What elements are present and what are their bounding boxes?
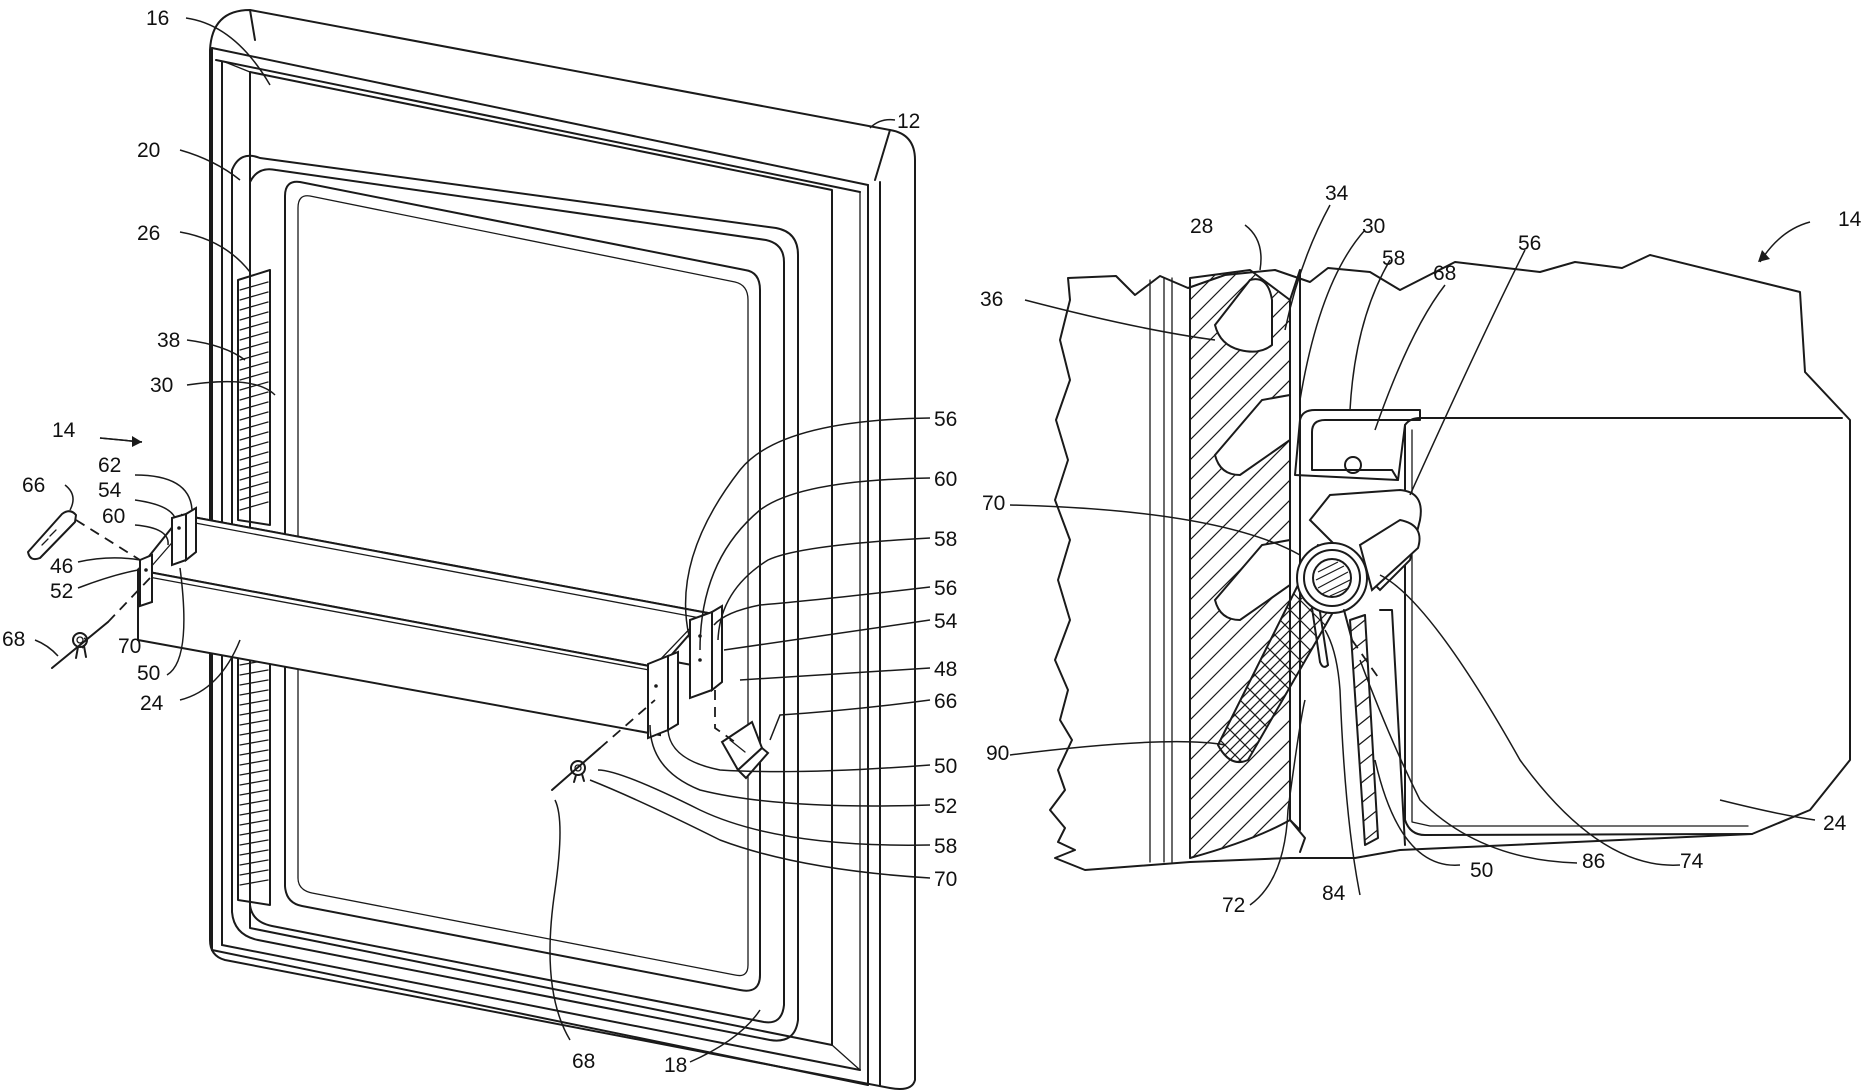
left-reference-numerals: 16 12 20 26 38 30 14 62 66 54 60 46 52 7… [2, 7, 958, 1077]
ref-60: 60 [102, 505, 125, 528]
ref-68: 68 [2, 628, 25, 651]
ref-86: 86 [1582, 850, 1605, 873]
right-clip-part [720, 720, 770, 780]
torsion-spring [1296, 542, 1368, 668]
ref-14: 14 [52, 419, 76, 442]
ref-50: 50 [1470, 859, 1493, 882]
right-reference-numerals: 34 28 30 58 68 56 14 36 70 90 72 84 50 8… [980, 182, 1862, 917]
upper-louvers [237, 269, 271, 526]
hatched-wall [1189, 269, 1306, 859]
ref-90: 90 [986, 742, 1009, 765]
ref-56: 56 [1518, 232, 1541, 255]
right-clip-assembly-line [714, 690, 736, 743]
door-bin [136, 506, 723, 740]
ref-14: 14 [1838, 208, 1862, 231]
ref-50: 50 [137, 662, 160, 685]
left-pin-part [51, 621, 109, 669]
ref-34: 34 [1325, 182, 1349, 205]
ref-70: 70 [934, 868, 957, 891]
ref-60: 60 [934, 468, 957, 491]
ref-70: 70 [118, 635, 141, 658]
ref-66: 66 [934, 690, 957, 713]
ref-30: 30 [150, 374, 173, 397]
left-clip-assembly-line [75, 519, 141, 561]
ref-12: 12 [897, 110, 920, 133]
ref-46: 46 [50, 555, 73, 578]
ref-30: 30 [1362, 215, 1385, 238]
ref-48: 48 [934, 658, 957, 681]
ref-68: 68 [572, 1050, 595, 1073]
ref-52: 52 [934, 795, 957, 818]
ref-24: 24 [140, 692, 164, 715]
ref-50: 50 [934, 755, 957, 778]
ref-26: 26 [137, 222, 160, 245]
bracket-hook [1294, 409, 1421, 481]
ref-36: 36 [980, 288, 1003, 311]
ref-28: 28 [1190, 215, 1213, 238]
door-assembly-view [27, 9, 931, 1090]
bin-liner-top [1397, 417, 1843, 481]
wall-outline [1049, 254, 1851, 871]
door-outer-frame [209, 9, 916, 1090]
ref-58: 58 [934, 528, 957, 551]
ref-56: 56 [934, 408, 957, 431]
ref-68: 68 [1433, 262, 1456, 285]
ref-66: 66 [22, 474, 45, 497]
right-pin-assembly-line [599, 699, 656, 749]
left-clip-part [27, 510, 77, 561]
ref-56: 56 [934, 577, 957, 600]
ref-18: 18 [664, 1054, 687, 1077]
direction-arrows [99, 250, 1770, 447]
ref-52: 52 [50, 580, 73, 603]
lower-louvers [237, 649, 271, 906]
right-spring-part [570, 760, 586, 783]
ref-58: 58 [934, 835, 957, 858]
ref-24: 24 [1823, 812, 1847, 835]
pivot-arm-upper [1358, 518, 1421, 592]
ref-38: 38 [157, 329, 180, 352]
ref-84: 84 [1322, 882, 1346, 905]
ref-54: 54 [98, 479, 122, 502]
ref-16: 16 [146, 7, 169, 30]
section-detail-view [1009, 204, 1851, 906]
right-pin-part [551, 747, 601, 791]
bin-wall [1349, 609, 1406, 846]
ref-54: 54 [934, 610, 958, 633]
ref-74: 74 [1680, 850, 1704, 873]
ref-72: 72 [1222, 894, 1245, 917]
ref-70: 70 [982, 492, 1005, 515]
ref-20: 20 [137, 139, 160, 162]
ref-62: 62 [98, 454, 121, 477]
right-leader-lines [1009, 204, 1816, 906]
ref-58: 58 [1382, 247, 1405, 270]
